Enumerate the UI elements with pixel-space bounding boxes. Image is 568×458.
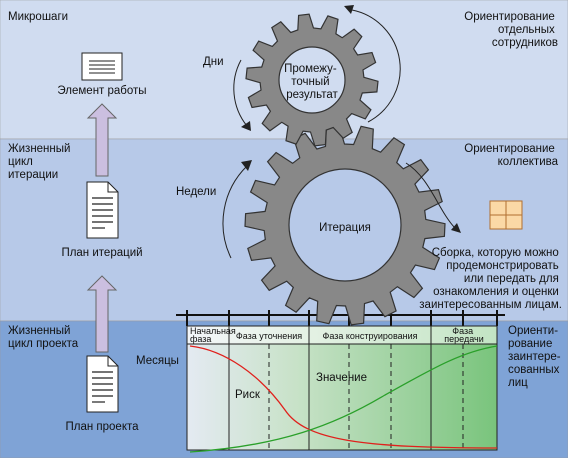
band-middle-orientation: Ориентирование коллектива (464, 143, 558, 168)
work-element-label: Элемент работы (57, 85, 146, 97)
phase-elaboration-label: Фаза уточнения (236, 331, 302, 341)
weeks-label: Недели (176, 186, 216, 198)
build-description: Сборка, которую можно продемонстрировать… (419, 247, 562, 311)
band-bottom-label: Жизненный цикл проекта (8, 325, 79, 350)
intermediate-result-label: Промежу- точный результат (284, 63, 340, 101)
arrowheads (241, 5, 461, 233)
work-element-icon (81, 52, 123, 81)
phase-construction-label: Фаза конструирования (322, 331, 417, 341)
band-top-orientation: Ориентирование отдельных сотрудников (464, 11, 558, 49)
phase-inception-label: Начальная фаза (190, 326, 238, 344)
intermediate-result-gear-icon (245, 13, 379, 147)
timeline-background (186, 325, 498, 451)
iteration-gear-icon (244, 124, 446, 326)
build-icon (489, 200, 523, 230)
rotation-arrow-icon (222, 9, 456, 259)
phase-transition-label: Фаза передачи (444, 326, 483, 344)
up-arrow-icon (86, 103, 118, 177)
project-plan-label: План проекта (65, 421, 139, 433)
risk-label: Риск (235, 389, 261, 401)
project-timeline: Начальная фаза Фаза уточнения Фаза конст… (176, 310, 505, 453)
up-arrow-icon (86, 275, 118, 353)
value-curve (189, 345, 498, 453)
months-label: Месяцы (136, 355, 179, 367)
band-top-label: Микрошаги (8, 11, 68, 23)
iteration-gear-label: Итерация (319, 222, 371, 234)
project-plan-document-icon (86, 355, 119, 413)
iteration-plan-document-icon (86, 181, 119, 239)
value-label: Значение (316, 372, 367, 384)
risk-curve (189, 345, 498, 449)
days-label: Дни (203, 56, 224, 68)
iteration-plan-label: План итераций (61, 247, 142, 259)
band-bottom-orientation: Ориенти- рование заинтере- сованных лиц (508, 325, 564, 389)
band-middle-label: Жизненный цикл итерации (8, 143, 74, 181)
